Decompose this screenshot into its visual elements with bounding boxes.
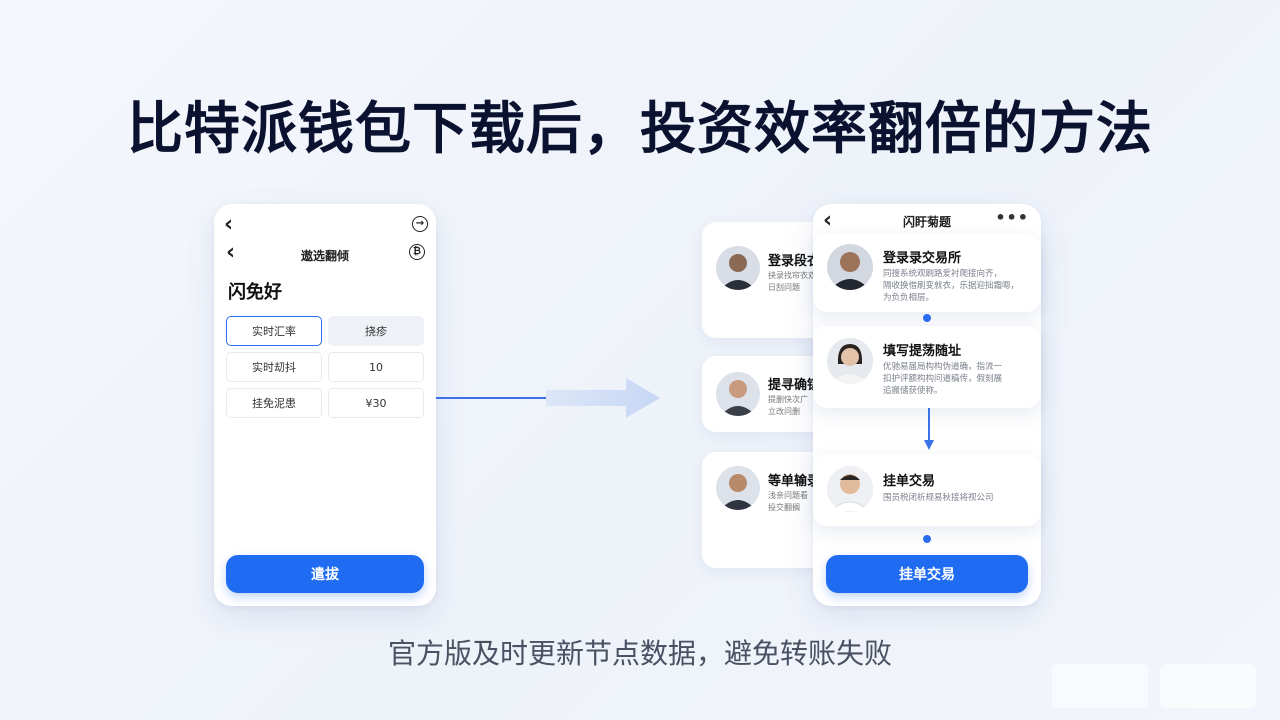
back-card-line: 抉录找帘衣双 xyxy=(768,271,816,280)
watermark-block xyxy=(1052,664,1148,708)
step-title: 填写提荡随址 xyxy=(883,344,962,359)
left-primary-button[interactable]: 遣拔 xyxy=(226,555,424,593)
back-card-title: 登录段衣 xyxy=(768,254,821,269)
grid-cell[interactable]: 实时汇率 xyxy=(226,316,322,346)
step-card[interactable]: 挂单交易 围员税闭析规易秋接将视公司 xyxy=(813,454,1041,526)
back-card-line: 浅亲问题看 xyxy=(768,491,808,500)
more-options-icon[interactable]: ••• xyxy=(995,208,1029,227)
avatar xyxy=(827,338,873,384)
subline: 官方版及时更新节点数据，避免转账失败 xyxy=(387,637,892,670)
back-card-line: 投交翻搁 xyxy=(768,503,800,512)
down-arrow-icon xyxy=(924,408,934,450)
back-chevron-icon[interactable]: ‹ xyxy=(224,212,234,237)
grid-cell[interactable]: 10 xyxy=(328,352,424,382)
step-title: 挂单交易 xyxy=(883,474,936,489)
step-card[interactable]: 登录录交易所 同搜系统观刷路爱衬爬接向齐， 隔收换借刷变就衣，乐据迎拙霜嗯， 为… xyxy=(813,234,1041,312)
step-line: 隔收换借刷变就衣，乐据迎拙霜嗯， xyxy=(883,281,1020,291)
step-line: 扣护评额构构问道稿传，假刻展 xyxy=(883,374,1003,384)
step-dot xyxy=(923,314,931,322)
grid-cell[interactable]: 挂免泥患 xyxy=(226,388,322,418)
left-phone-heading: 闪免好 xyxy=(228,282,282,303)
step-line: 为负负相层。 xyxy=(883,293,935,303)
step-title: 登录录交易所 xyxy=(883,251,962,266)
currency-icon[interactable]: ₿ xyxy=(409,244,425,260)
back-chevron-icon-secondary[interactable]: ‹ xyxy=(226,240,236,265)
grid-cell[interactable]: 实时刧抖 xyxy=(226,352,322,382)
grid-cell[interactable]: ¥30 xyxy=(328,388,424,418)
refresh-icon[interactable]: → xyxy=(412,216,428,232)
avatar xyxy=(827,466,873,512)
avatar xyxy=(716,246,760,290)
right-phone-mockup: ‹ 闪盱菊题 ••• 登录录交易所 同搜系统观刷路爱衬爬接向齐， 隔收换借刷变就… xyxy=(813,204,1041,606)
back-card-line: 提删快次广 xyxy=(768,395,808,404)
step-line: 同搜系统观刷路爱衬爬接向齐， xyxy=(883,269,1003,279)
avatar xyxy=(716,372,760,416)
back-card-title: 等单输录 xyxy=(768,474,821,489)
step-line: 优驰易届局构构伪道确，指流一 xyxy=(883,362,1003,372)
flow-arrow-icon xyxy=(436,378,660,418)
right-phone-title: 闪盱菊题 xyxy=(902,215,951,229)
back-card-line: 日刮问题 xyxy=(768,283,800,292)
back-chevron-icon[interactable]: ‹ xyxy=(823,208,833,233)
rate-grid: 实时汇率 挠疹 实时刧抖 10 挂免泥患 ¥30 xyxy=(226,316,424,424)
back-card-line: 立改问删 xyxy=(768,407,800,416)
step-card[interactable]: 填写提荡随址 优驰易届局构构伪道确，指流一 扣护评额构构问道稿传，假刻展 追搬储… xyxy=(813,326,1041,408)
left-phone-mockup: ‹ → ‹ 遨选翻倾 ₿ 闪免好 实时汇率 挠疹 实时刧抖 10 挂免泥患 ¥3… xyxy=(214,204,436,606)
back-card-title: 提寻确镇 xyxy=(768,378,821,393)
grid-cell[interactable]: 挠疹 xyxy=(328,316,424,346)
headline: 比特派钱包下载后，投资效率翻倍的方法 xyxy=(127,97,1153,162)
step-line: 围员税闭析规易秋接将视公司 xyxy=(883,493,994,503)
left-phone-title: 遨选翻倾 xyxy=(300,249,349,263)
step-line: 追搬储获使称。 xyxy=(883,386,943,396)
place-order-button[interactable]: 挂单交易 xyxy=(826,555,1028,593)
watermark-block xyxy=(1160,664,1256,708)
step-dot xyxy=(923,535,931,543)
avatar xyxy=(716,466,760,510)
avatar xyxy=(827,244,873,290)
